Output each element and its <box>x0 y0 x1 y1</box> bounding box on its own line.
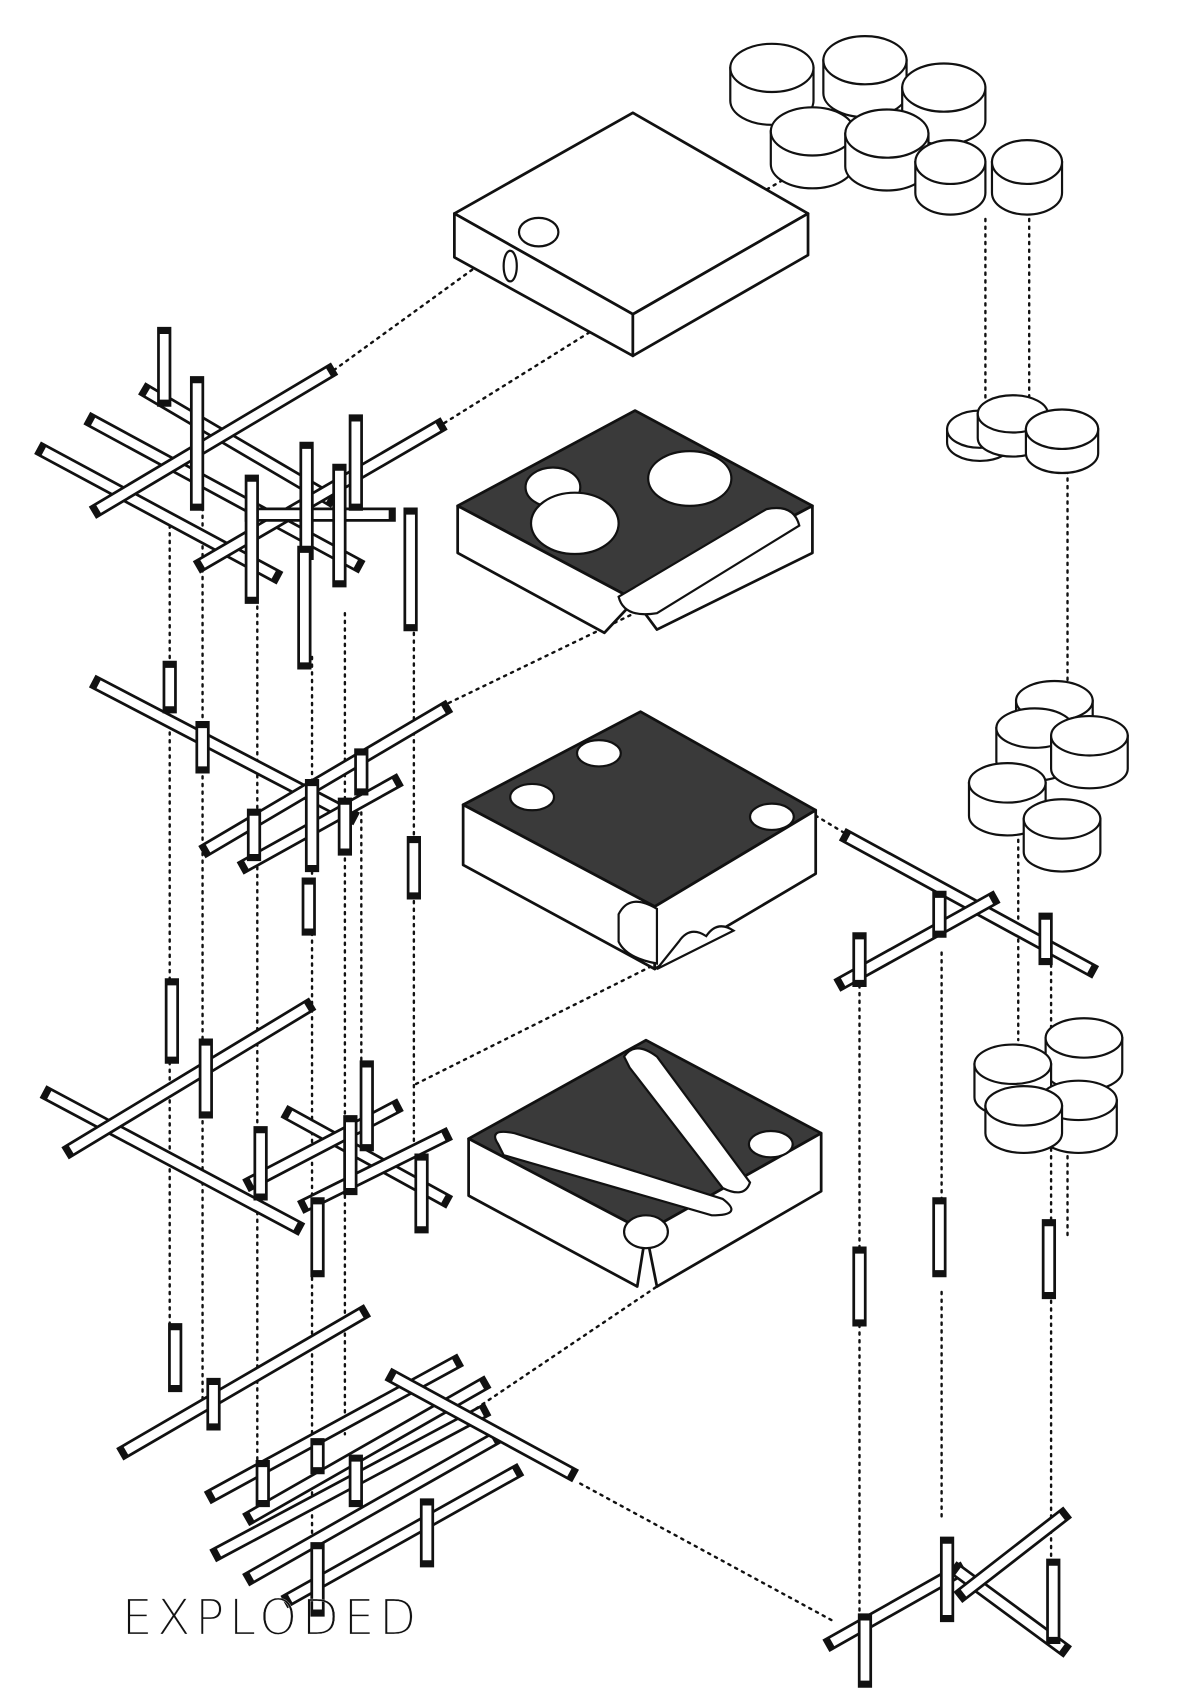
cylinder-rim <box>844 108 930 159</box>
beam-fill <box>840 896 994 986</box>
cylinder <box>769 106 856 190</box>
cylinder-rim <box>822 35 908 86</box>
beam-fill <box>47 1091 298 1231</box>
dotted-alignment-line <box>332 261 483 372</box>
beam-fill <box>960 1512 1065 1597</box>
cylinder-rim <box>914 139 987 186</box>
beam-fill <box>288 1468 517 1603</box>
cylinder-rim <box>1024 408 1100 451</box>
cylinder <box>1022 798 1102 873</box>
cylinder-rim <box>967 762 1047 804</box>
slab-4-dark <box>467 1038 823 1288</box>
cylinder <box>844 108 930 192</box>
beam-fill <box>200 423 441 568</box>
dotted-alignment-line <box>447 606 648 705</box>
cylinder <box>822 35 908 119</box>
slab-2-dark <box>456 409 814 635</box>
cylinder <box>990 139 1064 216</box>
cylinder <box>1050 714 1129 790</box>
beam-fill <box>244 779 397 869</box>
beams-and-posts <box>34 326 1100 1688</box>
beam-fill <box>304 1132 446 1209</box>
slab-top-white <box>453 111 810 358</box>
beam-fill <box>123 1310 364 1455</box>
beam-fill <box>249 1435 495 1581</box>
cylinder-rim <box>729 42 815 94</box>
cylinder-clusters <box>729 35 1129 1155</box>
cylinder-rim <box>984 1085 1064 1127</box>
cylinder-rim <box>1044 1017 1124 1059</box>
beam-fill <box>68 1003 309 1154</box>
cylinder-rim <box>769 106 856 157</box>
dotted-alignment-line <box>414 962 659 1086</box>
dotted-alignment-line <box>579 1482 834 1622</box>
dotted-alignment-line <box>436 1285 659 1436</box>
cylinder <box>984 1085 1064 1155</box>
cylinder-rim <box>901 62 987 113</box>
dotted-alignment-line <box>814 814 845 834</box>
beam-fill <box>96 368 331 513</box>
diagram-title: EXPLODED <box>122 1590 422 1646</box>
cylinder-rim <box>990 139 1064 186</box>
dotted-alignment-line <box>436 316 615 429</box>
cylinder-rim <box>1050 714 1129 757</box>
beam-fill <box>41 447 276 579</box>
cylinder <box>1024 408 1100 475</box>
cylinder <box>914 139 987 216</box>
cylinder-rim <box>1022 798 1102 840</box>
cylinder <box>1044 1017 1124 1092</box>
beam-fill <box>145 388 331 502</box>
beam-fill <box>829 1567 961 1647</box>
slab-3-dark <box>461 710 818 971</box>
beam-fill <box>392 1373 572 1477</box>
cylinder-rim <box>973 1043 1053 1086</box>
